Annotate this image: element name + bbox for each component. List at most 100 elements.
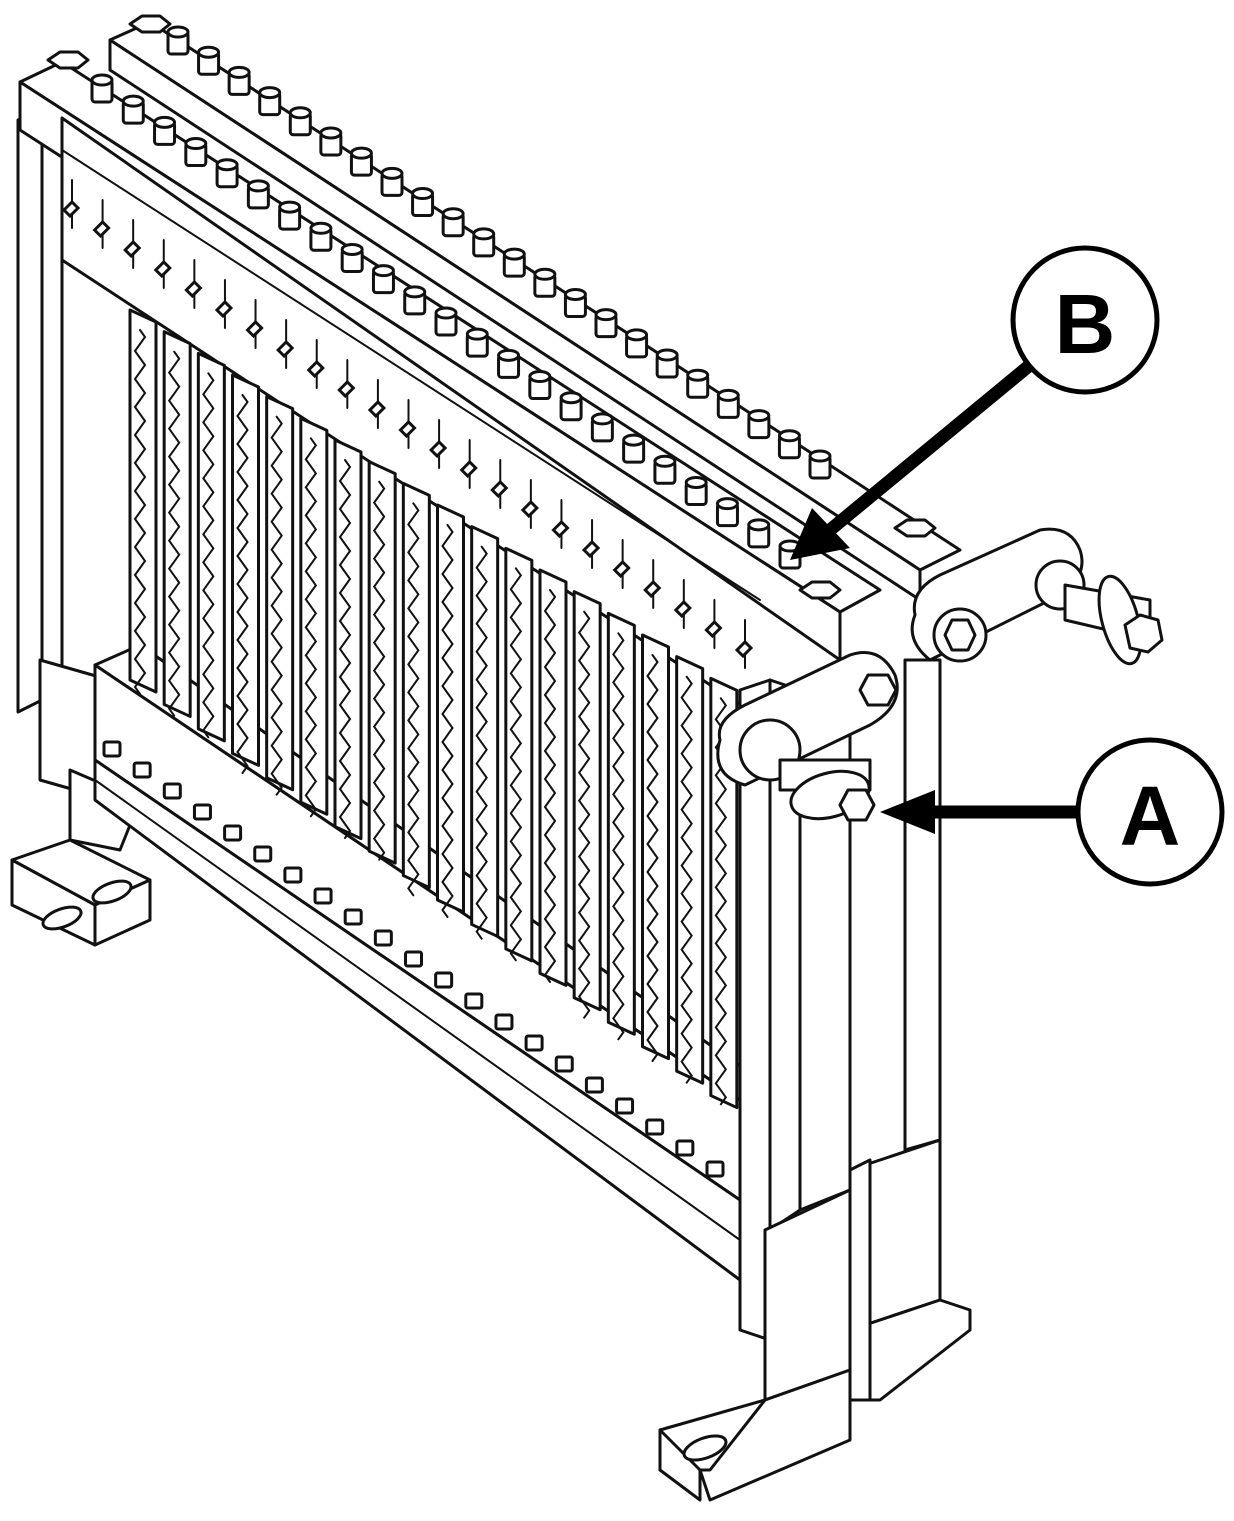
bolt-cap xyxy=(197,45,221,59)
rail-stud xyxy=(494,1013,514,1031)
bolt-cap xyxy=(258,86,282,100)
hook xyxy=(459,459,478,479)
bolt-cap xyxy=(502,247,526,261)
callout-b-circle xyxy=(1010,245,1160,395)
bolt-cap xyxy=(246,179,270,193)
hook xyxy=(61,199,81,219)
bolt-cap xyxy=(288,106,312,120)
bolt-cap xyxy=(340,242,364,256)
grid-wave xyxy=(338,459,352,839)
grid-wave xyxy=(202,372,215,739)
bolt-cap xyxy=(121,94,145,108)
bolt-cap xyxy=(716,388,740,402)
bolt-cap xyxy=(777,429,801,443)
bolt-cap xyxy=(411,187,435,201)
bolt-cap xyxy=(590,412,614,426)
rail-stud xyxy=(223,824,243,842)
rail-stud xyxy=(313,887,333,905)
rail-stud xyxy=(615,1097,635,1115)
callout-a: A xyxy=(880,737,1225,887)
bolt-cap xyxy=(715,497,739,511)
hook xyxy=(184,279,203,299)
grid-wave xyxy=(236,394,249,774)
bolt-cap xyxy=(655,348,679,362)
bolt-cap xyxy=(184,137,208,151)
grid-wave xyxy=(441,524,454,918)
hook-slots xyxy=(61,179,754,669)
bolt-cap xyxy=(653,454,677,468)
hook xyxy=(551,519,570,539)
bolt-cap xyxy=(472,227,496,241)
bolt-row-front xyxy=(90,73,802,570)
grid-wave xyxy=(509,567,523,962)
hook xyxy=(734,639,754,659)
grid-wave xyxy=(577,610,591,1019)
rail-stud xyxy=(675,1139,695,1157)
hook xyxy=(367,399,387,419)
front-right-post xyxy=(658,678,852,1502)
grid-wave xyxy=(372,480,386,861)
rail-stud xyxy=(132,761,152,779)
bolt-cap xyxy=(622,433,646,447)
grid-wave xyxy=(475,545,488,940)
grid-wave xyxy=(543,589,557,983)
grid-bar xyxy=(538,568,568,987)
grid-wave xyxy=(133,329,147,695)
grid-bar xyxy=(401,481,431,890)
callout-b-label: B xyxy=(1055,277,1116,371)
grid-bar xyxy=(675,655,705,1085)
right-rear-leg xyxy=(848,658,972,1402)
bolt-row-rear xyxy=(166,25,832,480)
bolt-cap xyxy=(465,327,489,341)
hook xyxy=(214,299,234,319)
rear-link-plate xyxy=(910,527,1164,666)
hook xyxy=(123,239,142,259)
rail-stud xyxy=(434,971,454,989)
grid-wave xyxy=(612,632,625,1041)
rail-stud xyxy=(464,992,484,1010)
bolt-cap xyxy=(380,166,404,180)
rail-stud xyxy=(102,740,122,758)
bolt-cap xyxy=(403,285,427,299)
grid-bar xyxy=(367,460,397,865)
bolt-cap xyxy=(747,409,771,423)
bolt-cap xyxy=(497,348,521,362)
rail-stud xyxy=(554,1055,574,1073)
hook xyxy=(673,599,692,619)
front-link-plate xyxy=(716,651,899,822)
grid-bar xyxy=(606,611,636,1036)
bolt-cap xyxy=(686,368,710,382)
grid-wave xyxy=(270,415,283,796)
callout-b-arrow xyxy=(825,359,1035,536)
bolt-cap xyxy=(319,126,343,140)
rail-end-nuts xyxy=(46,14,937,600)
bolt-cap xyxy=(227,65,251,79)
hook xyxy=(398,419,417,439)
hook xyxy=(92,219,111,239)
hook xyxy=(643,579,662,599)
callout-b: B xyxy=(790,245,1160,560)
rail-stud xyxy=(192,803,212,821)
hook xyxy=(306,359,325,379)
hook xyxy=(153,259,172,279)
hook xyxy=(581,539,601,559)
bolt-cap xyxy=(349,146,373,160)
rail-studs xyxy=(102,740,725,1178)
bolt-cap xyxy=(441,207,465,221)
bolt-cap xyxy=(747,518,771,532)
bolt-cap xyxy=(309,221,333,235)
grid-wave xyxy=(304,437,318,818)
rail-stud xyxy=(404,950,423,968)
grid-wave xyxy=(407,502,420,897)
grid-bar xyxy=(436,503,465,914)
hook xyxy=(704,619,723,639)
bolt-cap xyxy=(559,391,583,405)
bolt-cap xyxy=(594,308,618,322)
bolt-cap xyxy=(563,287,587,301)
bolt-cap xyxy=(533,267,557,281)
rail-stud xyxy=(373,929,393,947)
rail-stud xyxy=(162,782,182,800)
left-front-foot xyxy=(10,768,152,947)
rail-stud xyxy=(283,866,303,884)
grid-bar xyxy=(504,546,534,963)
